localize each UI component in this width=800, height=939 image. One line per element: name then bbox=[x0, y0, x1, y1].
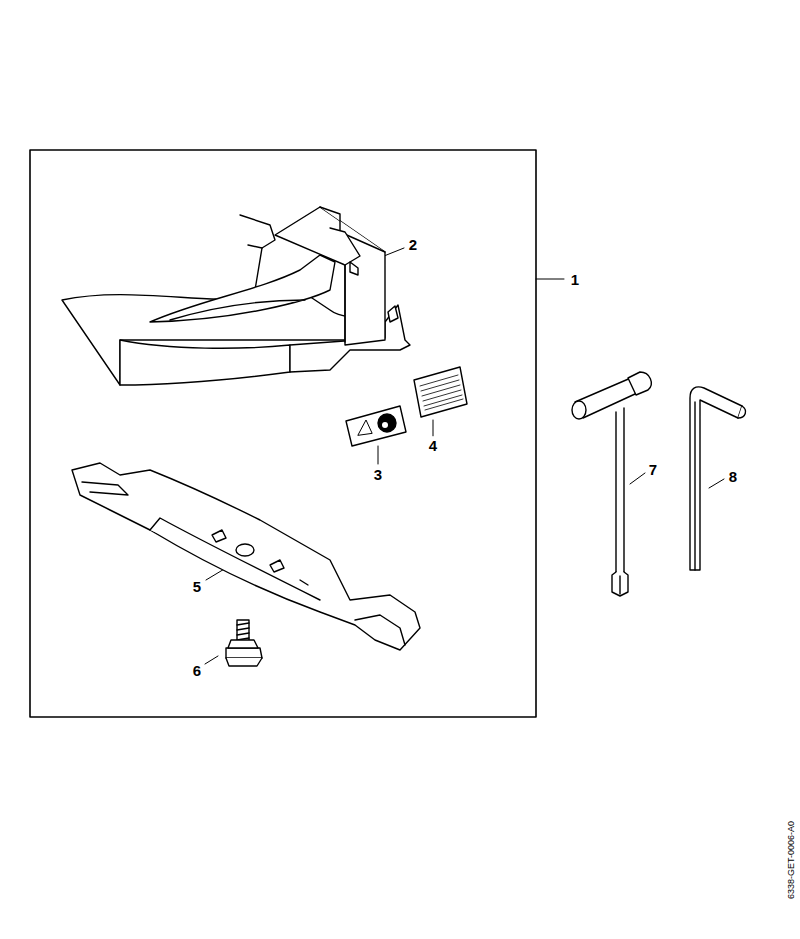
callout-number: 3 bbox=[372, 466, 384, 483]
t-wrench bbox=[572, 372, 651, 596]
callout-number: 2 bbox=[407, 236, 419, 253]
callout-number: 7 bbox=[647, 461, 659, 478]
callout-number: 8 bbox=[727, 468, 739, 485]
drawing-code: 6338-GET-0006-A0 bbox=[787, 821, 796, 899]
info-sticker bbox=[414, 367, 467, 417]
kit-frame bbox=[30, 150, 536, 717]
callout-number: 5 bbox=[191, 578, 203, 595]
hex-key bbox=[690, 387, 745, 570]
callout-number: 6 bbox=[191, 662, 203, 679]
warning-sticker bbox=[346, 406, 406, 446]
mower-blade bbox=[72, 463, 420, 650]
callout-number: 1 bbox=[569, 271, 581, 288]
blade-bolt bbox=[226, 620, 262, 666]
callout-number: 4 bbox=[427, 437, 439, 454]
mulching-insert bbox=[62, 207, 410, 385]
